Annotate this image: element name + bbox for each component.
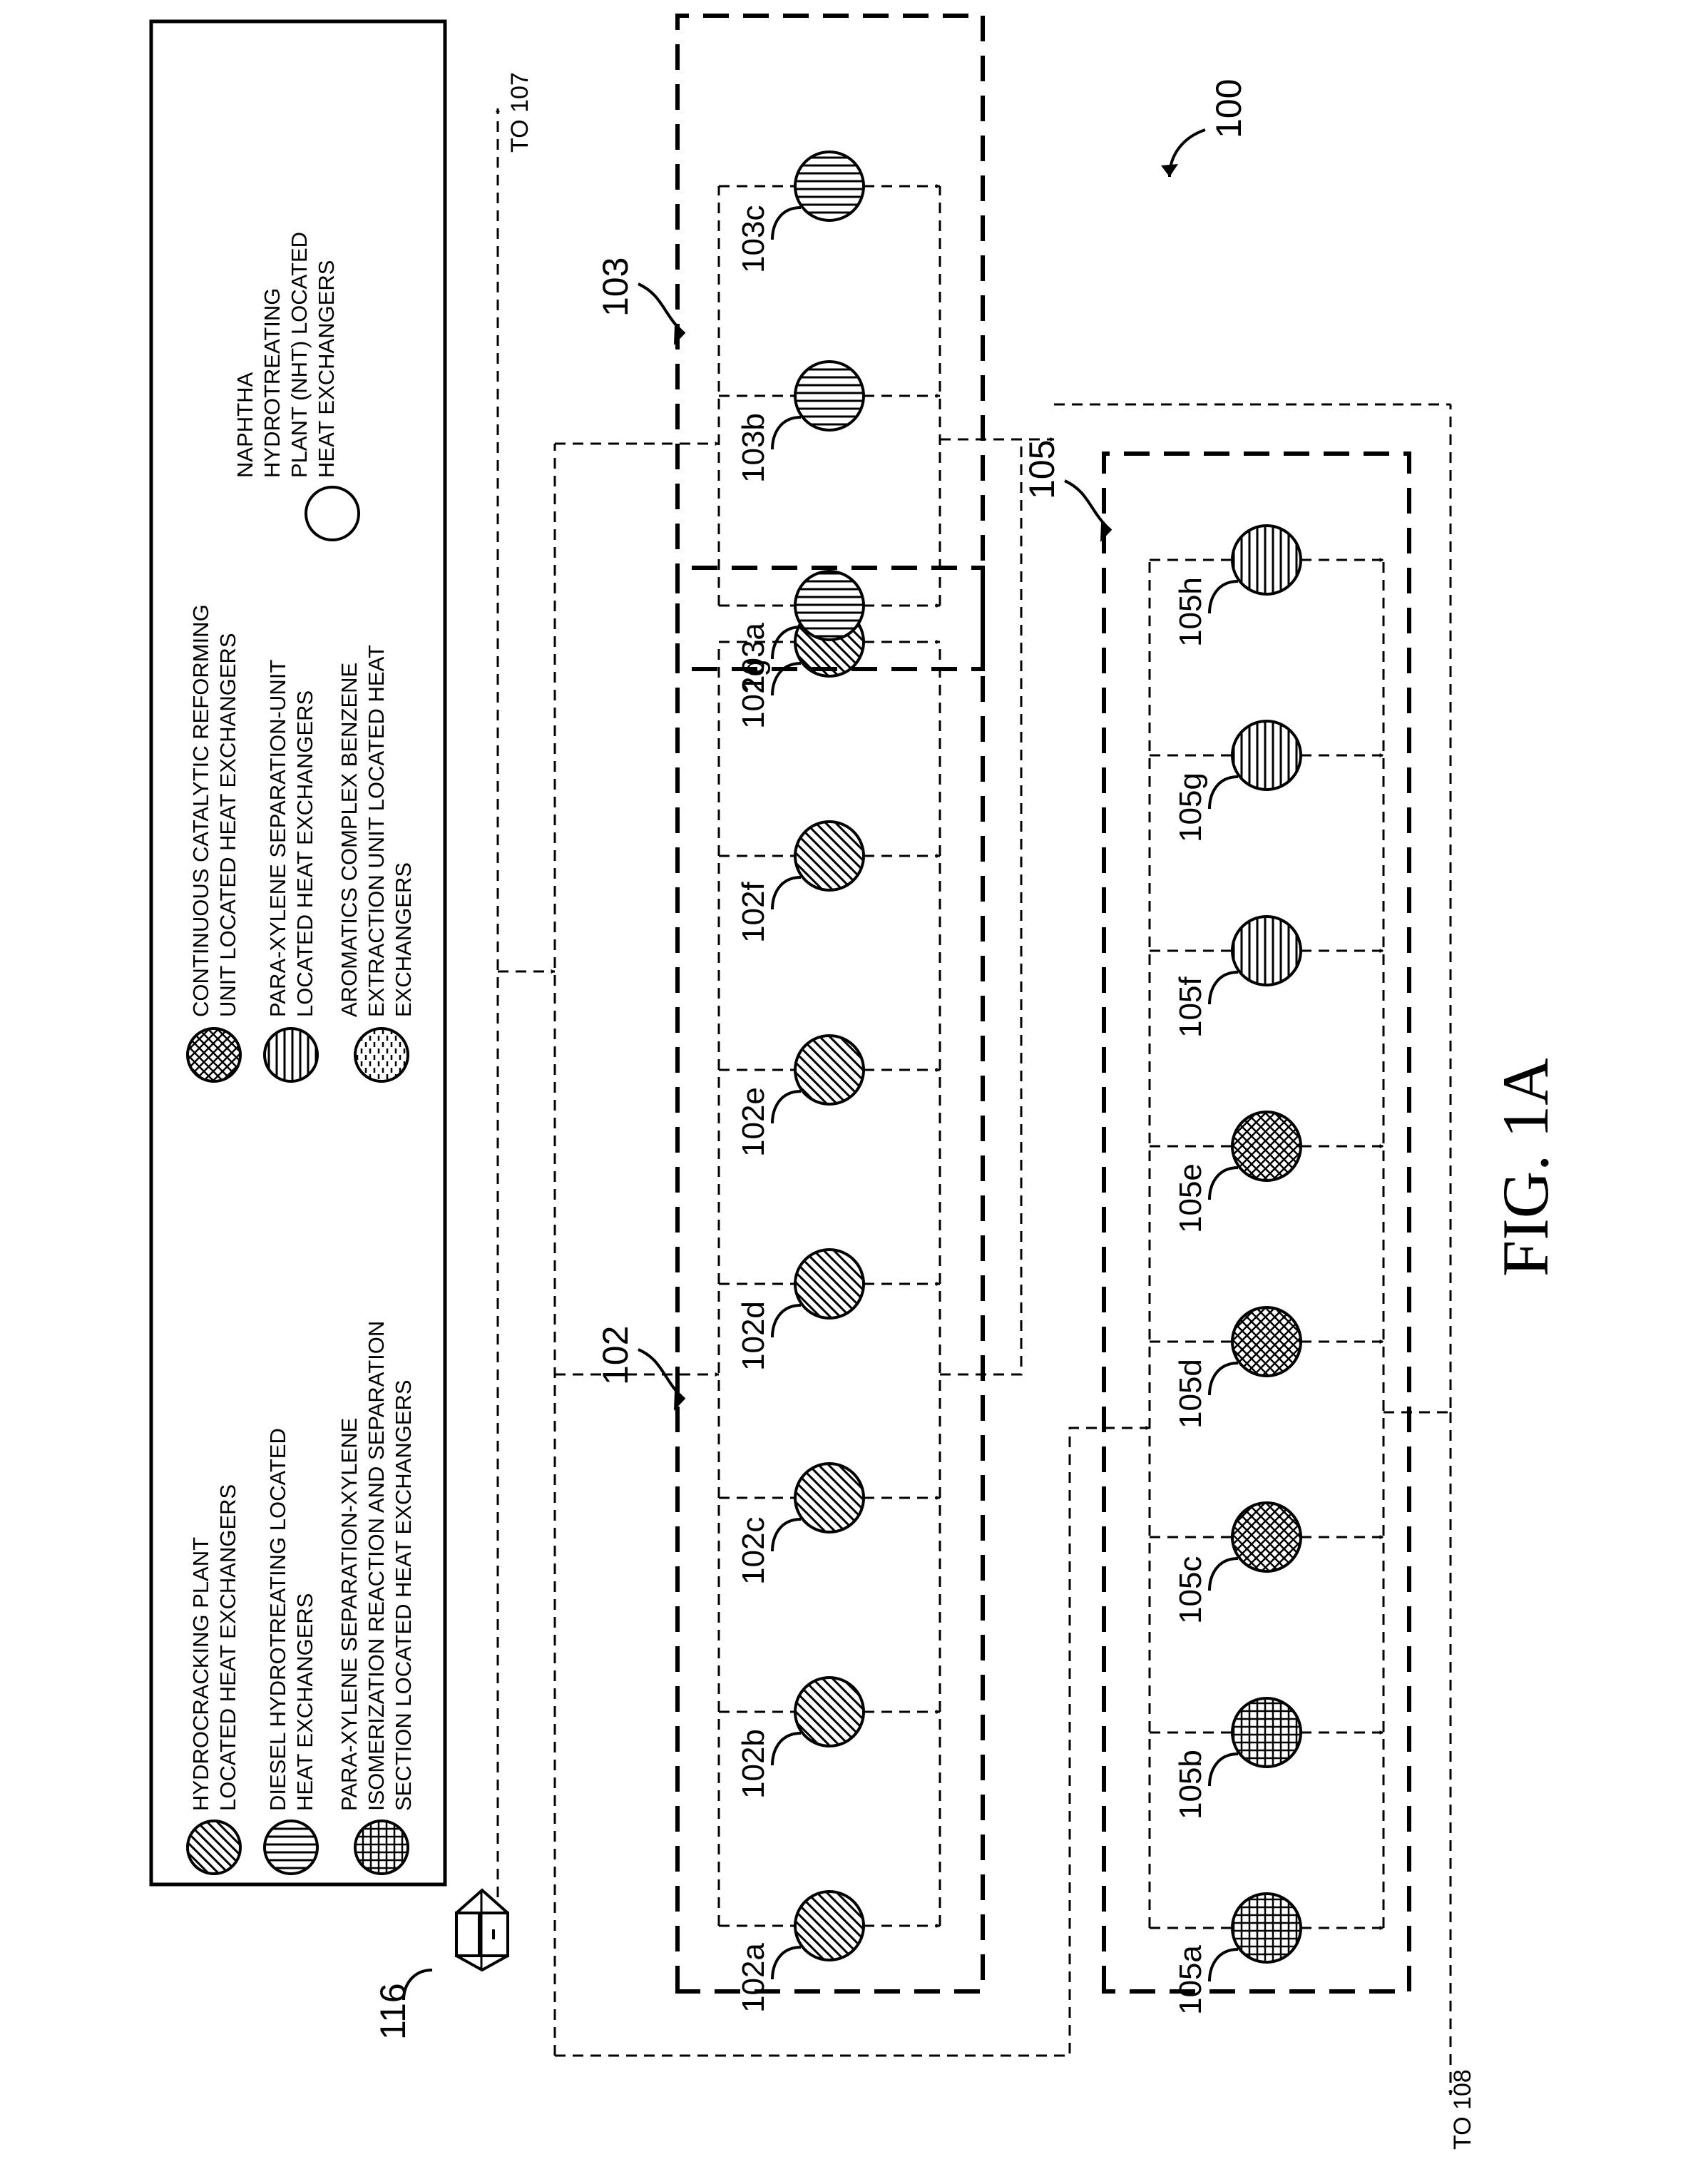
legend-px-iso-line-3: SECTION LOCATED HEAT EXCHANGERS bbox=[391, 1379, 416, 1811]
legend-hydrocracking-line-1: HYDROCRACKING PLANT bbox=[188, 1537, 213, 1811]
heat-exchanger-103a bbox=[795, 571, 864, 640]
exchanger-102e-leader bbox=[772, 1091, 801, 1123]
heat-exchanger-105g bbox=[1232, 721, 1301, 790]
figure-caption: FIG. 1A bbox=[1489, 1058, 1562, 1277]
heat-exchanger-102c bbox=[795, 1464, 864, 1532]
exchanger-label-103a: 103a bbox=[736, 623, 771, 693]
legend: HYDROCRACKING PLANT LOCATED HEAT EXCHANG… bbox=[151, 21, 445, 1884]
heat-exchanger-105e bbox=[1232, 1112, 1301, 1180]
exchanger-label-105b: 105b bbox=[1173, 1750, 1208, 1820]
exchanger-label-102e: 102e bbox=[736, 1087, 771, 1157]
exchanger-label-103b: 103b bbox=[736, 413, 771, 483]
group-102-label: 102 bbox=[595, 1326, 635, 1385]
exchanger-105e-leader bbox=[1209, 1168, 1238, 1200]
exchanger-105b-leader bbox=[1209, 1754, 1238, 1786]
system-leader bbox=[1170, 130, 1205, 177]
group-103-exchangers: 103a 103b 103c bbox=[736, 152, 864, 693]
legend-diesel-line-1: DIESEL HYDROTREATING LOCATED bbox=[265, 1428, 290, 1811]
para-xylene-isomerization-legend-icon bbox=[355, 1821, 408, 1874]
heat-exchanger-105c bbox=[1232, 1503, 1301, 1571]
exchanger-label-102b: 102b bbox=[736, 1729, 771, 1799]
exchanger-label-105c: 105c bbox=[1173, 1556, 1208, 1624]
legend-nht-line-1: NAPHTHA bbox=[232, 372, 257, 478]
exchanger-105c-leader bbox=[1209, 1558, 1238, 1591]
heat-exchanger-105d bbox=[1232, 1307, 1301, 1376]
legend-diesel-line-2: HEAT EXCHANGERS bbox=[292, 1593, 317, 1811]
exchanger-103b-leader bbox=[772, 417, 801, 449]
legend-nht-line-2: HYDROTREATING bbox=[260, 288, 285, 478]
legend-px-sep-line-1: PARA-XYLENE SEPARATION-UNIT bbox=[265, 660, 290, 1017]
heat-exchanger-102f bbox=[795, 822, 864, 890]
outlet-from-105 bbox=[1383, 404, 1451, 1412]
legend-nht-line-4: HEAT EXCHANGERS bbox=[314, 260, 339, 478]
exchanger-label-102c: 102c bbox=[736, 1517, 771, 1585]
exchanger-102d-leader bbox=[772, 1305, 801, 1337]
ccr-legend-icon bbox=[188, 1029, 240, 1081]
system-reference-number: 100 bbox=[1209, 79, 1249, 138]
to-108-label: TO 108 bbox=[1449, 2069, 1476, 2150]
legend-ccr-line-2: UNIT LOCATED HEAT EXCHANGERS bbox=[215, 633, 240, 1017]
exchanger-label-105h: 105h bbox=[1173, 577, 1208, 647]
exchanger-label-103c: 103c bbox=[736, 205, 771, 273]
to-107-label: TO 107 bbox=[506, 72, 533, 153]
heat-exchanger-105h bbox=[1232, 526, 1301, 594]
heat-exchanger-102d bbox=[795, 1250, 864, 1318]
heat-exchanger-102e bbox=[795, 1036, 864, 1104]
exchanger-102b-leader bbox=[772, 1733, 801, 1765]
para-xylene-separation-legend-icon bbox=[265, 1029, 317, 1081]
legend-aromatics-line-2: EXTRACTION UNIT LOCATED HEAT bbox=[364, 645, 389, 1017]
exchanger-105d-leader bbox=[1209, 1363, 1238, 1395]
exchanger-105f-leader bbox=[1209, 972, 1238, 1004]
heat-exchanger-103b bbox=[795, 362, 864, 430]
exchanger-label-105a: 105a bbox=[1173, 1945, 1208, 2015]
heat-exchanger-102a bbox=[795, 1892, 864, 1960]
group-102-exchangers: 102a102b102c102d102e102f102g bbox=[736, 608, 864, 2013]
exchanger-label-105e: 105e bbox=[1173, 1163, 1208, 1233]
diesel-hydrotreating-legend-icon bbox=[265, 1821, 317, 1874]
heat-exchanger-105a bbox=[1232, 1894, 1301, 1962]
exchanger-105h-leader bbox=[1209, 581, 1238, 613]
exchanger-label-102a: 102a bbox=[736, 1943, 771, 2013]
heat-exchanger-103c bbox=[795, 152, 864, 220]
legend-px-sep-line-2: LOCATED HEAT EXCHANGERS bbox=[292, 690, 317, 1017]
heat-exchanger-102b bbox=[795, 1678, 864, 1746]
group-105-label: 105 bbox=[1022, 440, 1062, 499]
legend-ccr-line-1: CONTINUOUS CATALYTIC REFORMING bbox=[188, 604, 213, 1017]
system-leader-arrow bbox=[1161, 164, 1178, 177]
heat-exchanger-105b bbox=[1232, 1698, 1301, 1767]
hydrocracking-legend-icon bbox=[188, 1821, 240, 1874]
exchanger-102a-leader bbox=[772, 1947, 801, 1979]
exchanger-105a-leader bbox=[1209, 1949, 1238, 1981]
aromatics-benzene-legend-icon bbox=[355, 1029, 408, 1081]
group-103-label: 103 bbox=[595, 257, 635, 317]
legend-px-iso-line-1: PARA-XYLENE SEPARATION-XYLENE bbox=[337, 1418, 362, 1811]
exchanger-label-105d: 105d bbox=[1173, 1359, 1208, 1429]
legend-px-iso-line-2: ISOMERIZATION REACTION AND SEPARATION bbox=[364, 1321, 389, 1811]
exchanger-103c-leader bbox=[772, 208, 801, 240]
legend-hydrocracking-line-2: LOCATED HEAT EXCHANGERS bbox=[215, 1484, 240, 1811]
exchanger-102c-leader bbox=[772, 1519, 801, 1551]
heat-exchanger-105f bbox=[1232, 917, 1301, 985]
group-105-exchangers: 105a 105b 105c 105d 105e 105f 105g 105h bbox=[1173, 526, 1301, 2015]
nht-legend-icon bbox=[306, 487, 359, 540]
exchanger-label-102d: 102d bbox=[736, 1301, 771, 1371]
exchanger-label-102f: 102f bbox=[736, 882, 771, 943]
storage-tank-116: 116 bbox=[373, 1890, 508, 2040]
tank-reference-number: 116 bbox=[373, 1983, 413, 2040]
legend-aromatics-line-1: AROMATICS COMPLEX BENZENE bbox=[337, 663, 362, 1017]
exchanger-label-105f: 105f bbox=[1173, 976, 1208, 1038]
exchanger-102f-leader bbox=[772, 877, 801, 909]
exchanger-105g-leader bbox=[1209, 777, 1238, 809]
legend-aromatics-line-3: EXCHANGERS bbox=[391, 862, 416, 1017]
exchanger-label-105g: 105g bbox=[1173, 772, 1208, 842]
legend-nht-line-3: PLANT (NHT) LOCATED bbox=[287, 232, 312, 478]
